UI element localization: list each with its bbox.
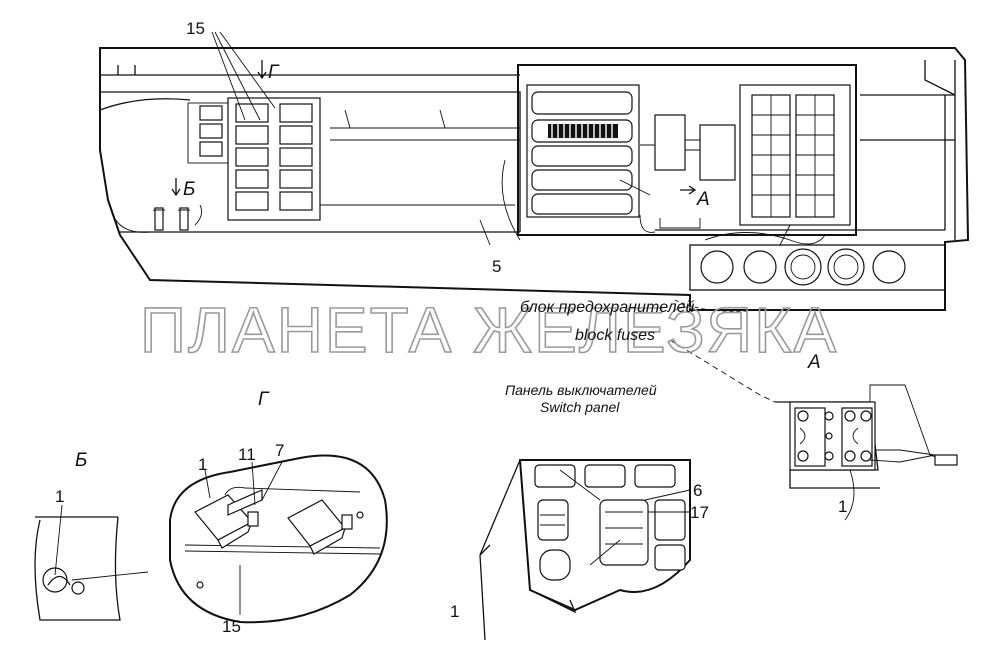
callout-1-a: 1 [838, 497, 847, 516]
fuse-caption-en: block fuses [575, 327, 655, 344]
callout-17: 17 [690, 503, 709, 522]
switch-module-left [194, 486, 361, 549]
fuse-caption-ru: блок предохранителей [520, 299, 695, 316]
relay-modules [531, 91, 633, 215]
callout-11: 11 [238, 445, 256, 464]
mounting-bolts [153, 207, 190, 231]
fuse-strip [548, 124, 618, 138]
switch-panel-cells [534, 464, 686, 581]
terminal-block [794, 407, 873, 467]
callout-6: 6 [693, 481, 702, 500]
arrow-label-g: Г [268, 62, 280, 83]
switch-module-right [287, 499, 353, 555]
callout-1-b: 1 [55, 487, 64, 506]
gauge-openings [700, 248, 906, 286]
switch-panel-view [479, 459, 691, 641]
callout-5: 5 [492, 257, 501, 276]
panel-caption-ru: Панель выключателей [505, 382, 657, 398]
detail-view-b [34, 504, 149, 621]
callout-1-g: 1 [198, 455, 207, 474]
detail-view-a [775, 384, 958, 521]
callout-1-panel: 1 [450, 602, 459, 621]
callout-labels: 15 Г Б 5 А блок предохранителей block fu… [55, 19, 847, 636]
switch-column-middle [235, 103, 269, 211]
dashboard-assembly [99, 31, 970, 403]
arrow-label-a: А [696, 189, 710, 210]
watermark: ПЛАНЕТА ЖЕЛЕЗЯКА [140, 294, 838, 366]
callout-15-top: 15 [186, 19, 205, 38]
arrow-label-b: Б [183, 179, 195, 200]
view-label-b: Б [75, 450, 87, 471]
panel-caption-en: Switch panel [540, 399, 620, 415]
switch-column-right [279, 103, 313, 211]
view-label-g: Г [258, 389, 270, 410]
detail-view-g [169, 454, 388, 624]
switch-column-left [199, 105, 223, 157]
view-label-a: А [807, 352, 821, 373]
callout-15-g: 15 [222, 617, 241, 636]
callout-7: 7 [275, 441, 284, 460]
